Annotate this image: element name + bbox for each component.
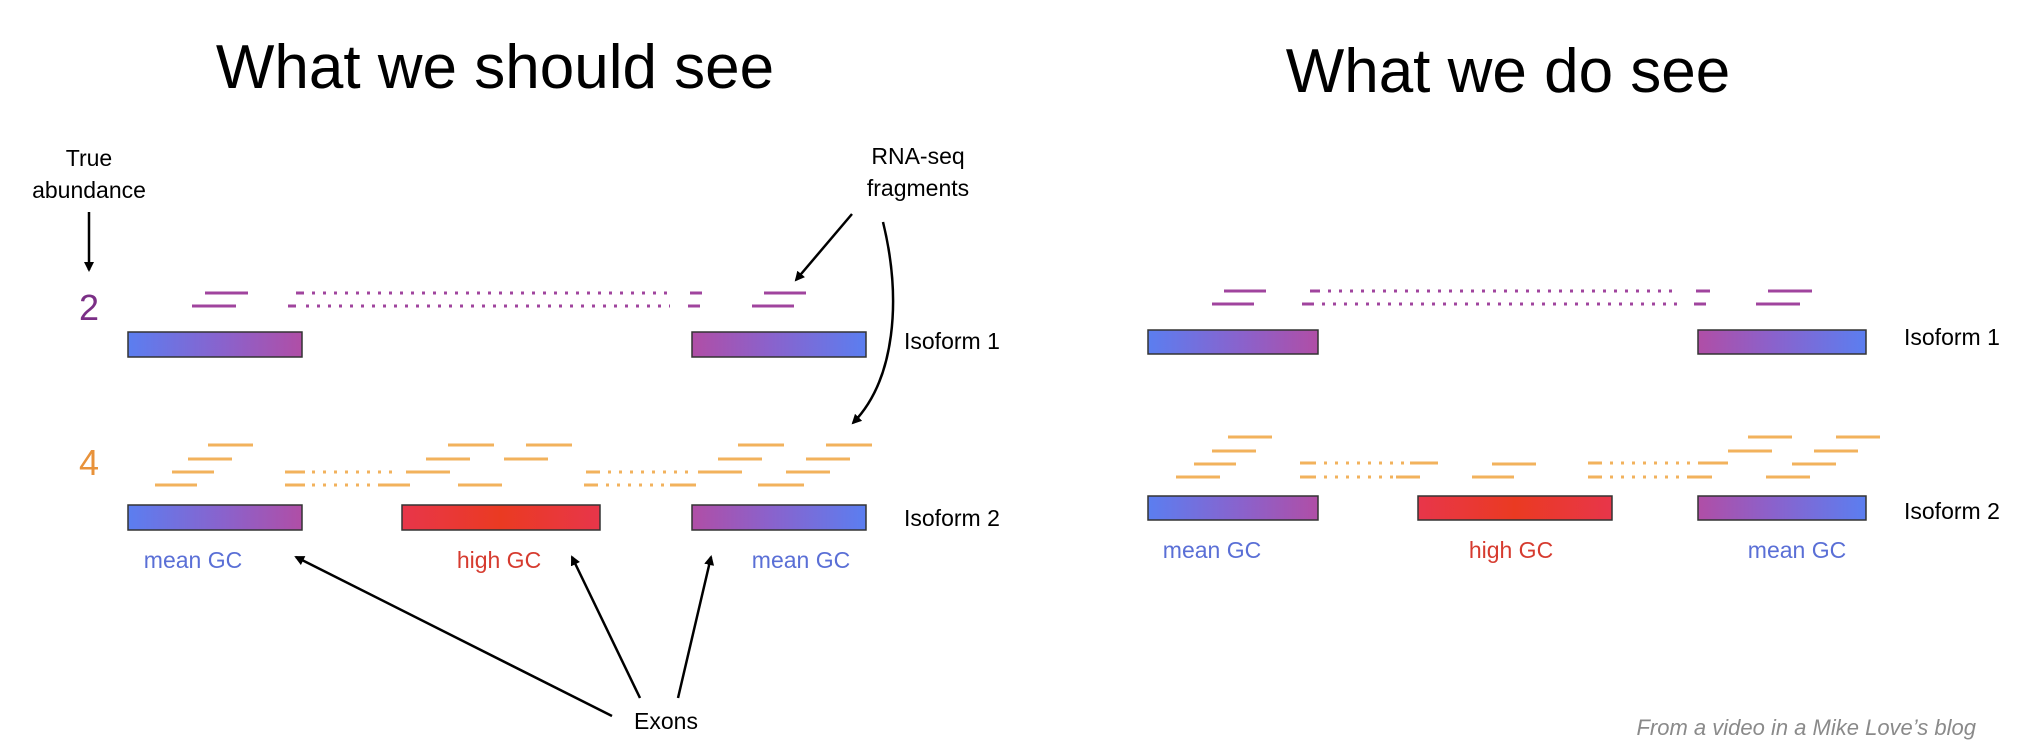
abundance-isoform2: 4 [79, 442, 99, 483]
gc-label-right-1: mean GC [1163, 537, 1261, 563]
rnaseq-label-line1: RNA-seq [871, 143, 964, 169]
isoform1-fragments-observed [1212, 289, 1812, 306]
isoform2-exon-1-observed [1147, 495, 1319, 521]
isoform2-exon-3-observed [1697, 495, 1867, 521]
gc-label-left-2: high GC [457, 547, 541, 573]
left-title: What we should see [216, 33, 774, 102]
right-title: What we do see [1286, 37, 1731, 106]
right-panel: What we do see Isoform 1 [1147, 37, 2000, 740]
rnaseq-label-line2: fragments [867, 175, 969, 201]
exons-label: Exons [634, 708, 698, 734]
rnaseq-arrow-isoform1 [794, 213, 853, 282]
isoform1-label-left: Isoform 1 [904, 328, 1000, 354]
isoform1-exon-1 [127, 331, 303, 358]
true-abundance-label-line1: True [66, 145, 112, 171]
exons-arrow-1 [294, 555, 613, 718]
gc-label-right-3: mean GC [1748, 537, 1846, 563]
credit-text: From a video in a Mike Love’s blog [1636, 715, 1976, 740]
true-abundance-label-line2: abundance [32, 177, 146, 203]
rnaseq-arrow-isoform2 [851, 221, 895, 425]
left-panel: What we should see True abundance RNA-se… [32, 33, 1000, 734]
isoform1-exon-3 [691, 331, 867, 358]
isoform2-fragments-observed [1176, 435, 1880, 479]
isoform1-fragments [192, 291, 806, 308]
isoform1-exon-3-observed [1697, 329, 1867, 355]
exons-arrow-3 [676, 555, 715, 699]
isoform1-exon-1-observed [1147, 329, 1319, 355]
isoform2-label-left: Isoform 2 [904, 505, 1000, 531]
abundance-isoform1: 2 [79, 287, 99, 328]
isoform2-exon-3 [691, 504, 867, 531]
isoform2-exon-1 [127, 504, 303, 531]
gc-label-left-1: mean GC [144, 547, 242, 573]
isoform2-exon-2 [401, 504, 601, 531]
isoform2-label-right: Isoform 2 [1904, 498, 2000, 524]
isoform2-fragments [155, 443, 872, 487]
isoform2-exon-2-observed [1417, 495, 1613, 521]
gc-label-left-3: mean GC [752, 547, 850, 573]
exons-arrow-2 [570, 555, 642, 699]
isoform1-label-right: Isoform 1 [1904, 324, 2000, 350]
gc-label-right-2: high GC [1469, 537, 1553, 563]
